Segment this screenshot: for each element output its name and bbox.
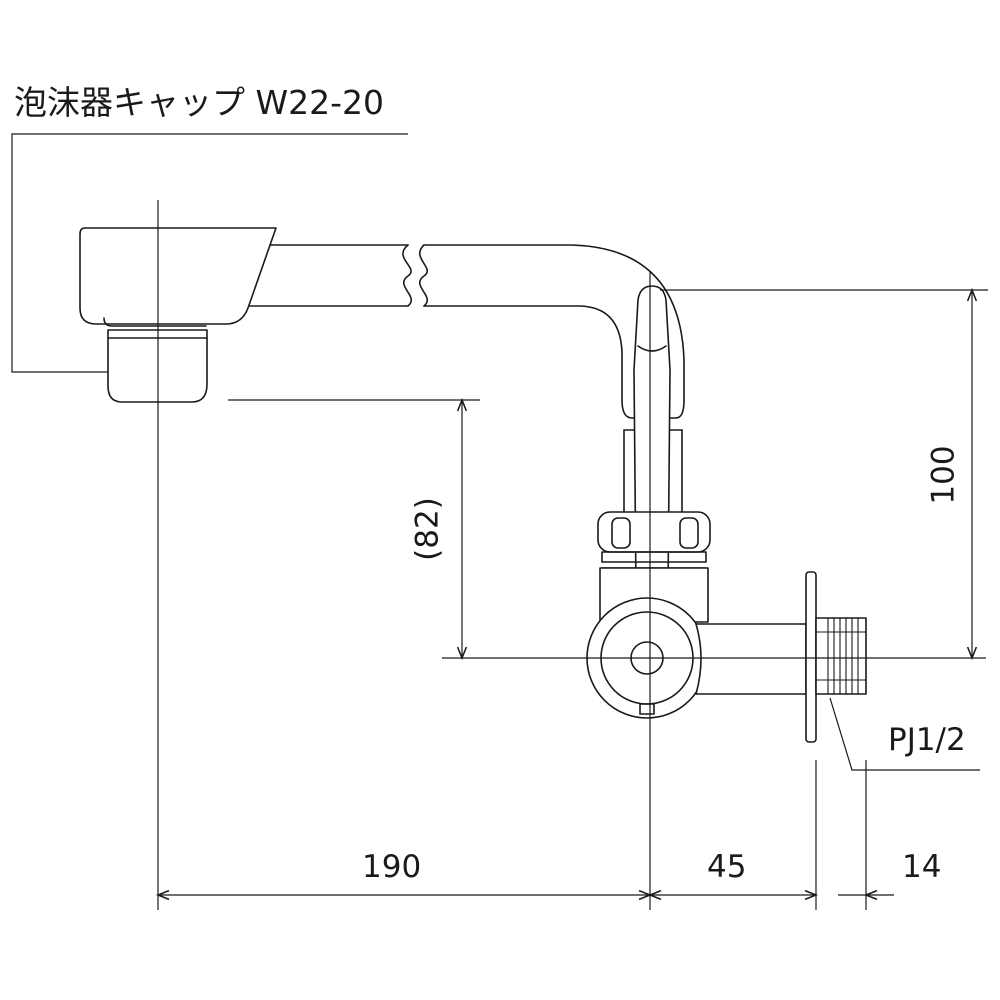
- dimension-body-depth: 45: [707, 849, 747, 885]
- threaded-connector: [815, 617, 867, 695]
- spout-tube-left: [249, 244, 412, 307]
- thread-leader: [829, 697, 980, 771]
- dimension-lines: [155, 287, 978, 901]
- dimension-thread-length: 14: [902, 849, 942, 885]
- dimension-height-total: 100: [925, 445, 962, 505]
- center-lines: [157, 200, 988, 910]
- thread-spec-label: PJ1/2: [888, 722, 966, 758]
- dimension-height-spout: (82): [409, 497, 446, 561]
- aerator-cap-leader: [11, 133, 408, 373]
- wall-flange: [805, 571, 817, 743]
- collar-nut: [597, 511, 711, 569]
- valve-body: [586, 567, 807, 719]
- spout-head: [79, 227, 277, 327]
- dimension-reach: 190: [362, 849, 422, 885]
- aerator-cap-label: 泡沫器キャップ W22-20: [14, 83, 385, 122]
